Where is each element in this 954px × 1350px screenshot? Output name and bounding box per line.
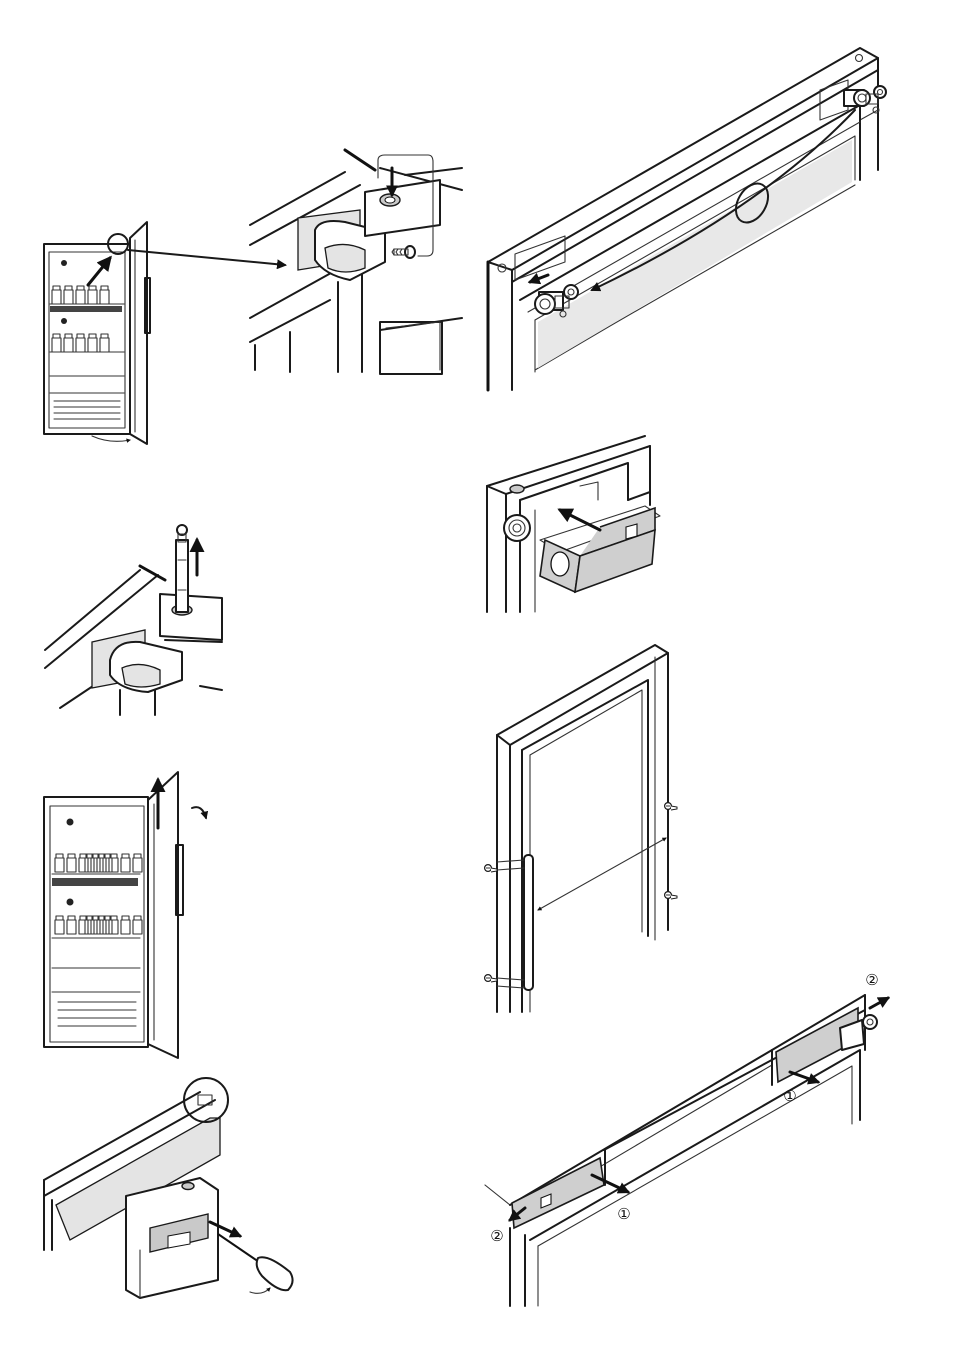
fig-cover-panels-removal: ① ② ① ② [485, 971, 888, 1306]
arrow-icon [88, 258, 110, 285]
fig-top-hinge-transfer [488, 48, 886, 390]
circled-number-icon: ② [865, 971, 878, 989]
fig-hinge-cover-screwdriver [44, 1078, 293, 1298]
hinge-pin [176, 540, 188, 612]
wine-cooler-open-door-small [44, 222, 150, 444]
screw-icon [392, 246, 415, 258]
hinge-icon [844, 86, 886, 113]
hinge-detail-closeup [250, 150, 462, 374]
arrow-icon [870, 998, 888, 1008]
fig-hinge-pin-removal [45, 525, 222, 715]
circled-number-icon: ① [783, 1087, 796, 1105]
circled-number-icon: ① [617, 1205, 630, 1223]
arrow-icon [538, 838, 666, 910]
left-cover-panel [512, 1158, 604, 1228]
screwdriver-icon [218, 1234, 293, 1290]
fig-hinge-location-overview [44, 150, 462, 444]
fig-hinge-bracket-insert [487, 436, 660, 612]
fig-door-lift-off [44, 772, 206, 1058]
arrow-icon [530, 275, 548, 282]
circled-number-icon: ② [490, 1227, 503, 1245]
door-handle [524, 855, 533, 990]
arrow-icon [128, 250, 285, 265]
fig-handle-relocation [485, 645, 677, 1012]
arrow-icon [192, 807, 206, 818]
